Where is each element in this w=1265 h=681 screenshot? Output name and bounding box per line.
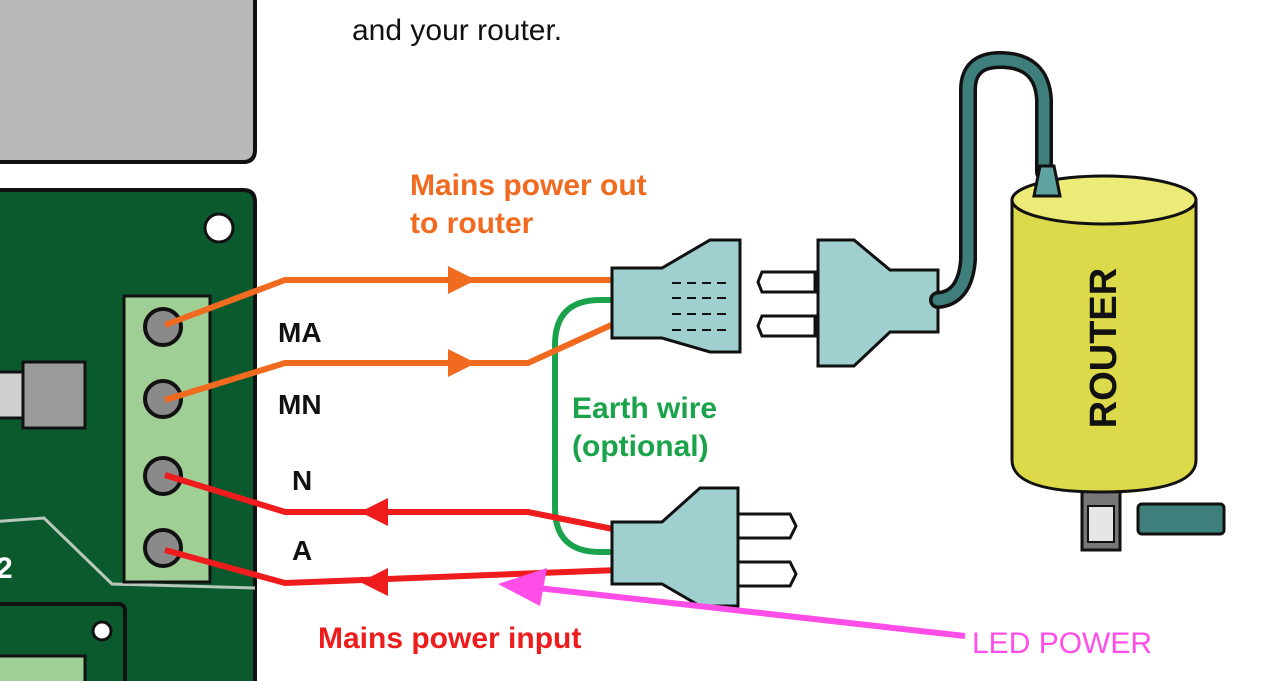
- board-number: 2: [0, 552, 13, 585]
- label-mains-out-line1: Mains power out: [410, 169, 647, 202]
- arrow-left-icon: [360, 498, 388, 526]
- arrow-pointer-icon: [498, 568, 547, 606]
- label-terminal-a: A: [292, 535, 312, 566]
- label-earth-line1: Earth wire: [572, 392, 717, 425]
- arrow-right-icon: [448, 349, 476, 377]
- terminal-screw-n: [143, 456, 183, 496]
- board-component-body: [21, 360, 87, 430]
- terminal-screw-ma: [143, 307, 183, 347]
- label-terminal-mn: MN: [278, 389, 322, 420]
- terminal-screw-mn: [143, 379, 183, 419]
- router-cable-inner: [932, 54, 1050, 306]
- router-port-inner: [1087, 505, 1115, 543]
- mains-out-wires: [163, 266, 620, 403]
- mains-in-wires: [164, 472, 619, 596]
- led-power-arrow: [498, 568, 966, 639]
- sub-board-chip: [0, 654, 87, 681]
- label-earth-line2: (optional): [572, 430, 709, 463]
- mounting-hole: [203, 212, 235, 244]
- router-body: [1010, 198, 1198, 494]
- power-socket: [610, 238, 742, 354]
- circuit-board: [0, 188, 257, 681]
- label-terminal-n: N: [292, 465, 312, 496]
- board-component: [0, 370, 25, 420]
- mains-input-plug: [610, 486, 798, 608]
- terminal-screw-a: [143, 528, 183, 568]
- arrow-right-icon: [448, 266, 476, 294]
- silkscreen-line: [0, 516, 256, 590]
- label-mains-out-line2: to router: [410, 207, 534, 240]
- intro-text: and your router.: [352, 14, 562, 47]
- label-mains-input: Mains power input: [318, 622, 581, 655]
- router-side-plug: [1136, 502, 1226, 536]
- label-terminal-ma: MA: [278, 317, 322, 348]
- grey-panel: [0, 0, 257, 164]
- router-plug: [756, 238, 940, 368]
- arrow-left-icon: [360, 568, 388, 596]
- router: ROUTER: [1010, 164, 1226, 552]
- earth-wire: [552, 297, 618, 555]
- label-led-power: LED POWER: [972, 627, 1152, 660]
- router-connector: [1032, 164, 1062, 198]
- router-label: ROUTER: [1083, 268, 1125, 428]
- sub-board-hole: [91, 620, 113, 642]
